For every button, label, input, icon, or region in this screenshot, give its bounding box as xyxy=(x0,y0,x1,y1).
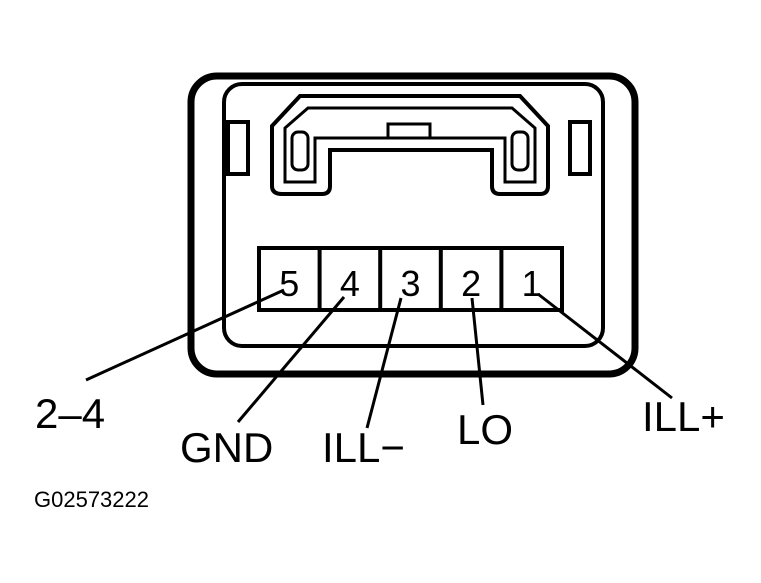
latch-inner-outline xyxy=(283,106,537,184)
latch-key-tab xyxy=(386,122,432,140)
pin-1-label: ILL+ xyxy=(642,393,725,440)
pin-2-label: LO xyxy=(457,406,513,453)
pin-4-label: GND xyxy=(180,424,273,471)
leader-line-pin-3 xyxy=(365,297,403,429)
figure-id: G02573222 xyxy=(34,487,149,512)
terminal-row xyxy=(257,246,564,312)
latch-left-slot xyxy=(290,130,310,172)
pin-4-number: 4 xyxy=(340,263,360,304)
pin-1-number: 1 xyxy=(522,263,542,304)
pin-3-number: 3 xyxy=(400,263,420,304)
left-guide xyxy=(226,120,250,176)
latch-right-slot xyxy=(510,130,530,172)
leader-line-pin-2 xyxy=(470,297,485,406)
connector-housing-inner xyxy=(222,82,605,348)
right-guide xyxy=(568,120,592,176)
pin-5-number: 5 xyxy=(279,263,299,304)
pin-5-label: 2–4 xyxy=(35,390,105,437)
leader-line-pin-1 xyxy=(537,292,673,400)
leader-line-pin-4 xyxy=(236,296,346,423)
leader-line-pin-5 xyxy=(85,288,285,382)
pin-3-label: ILL− xyxy=(322,424,405,471)
locking-latch xyxy=(270,94,550,196)
pin-2-number: 2 xyxy=(461,263,481,304)
